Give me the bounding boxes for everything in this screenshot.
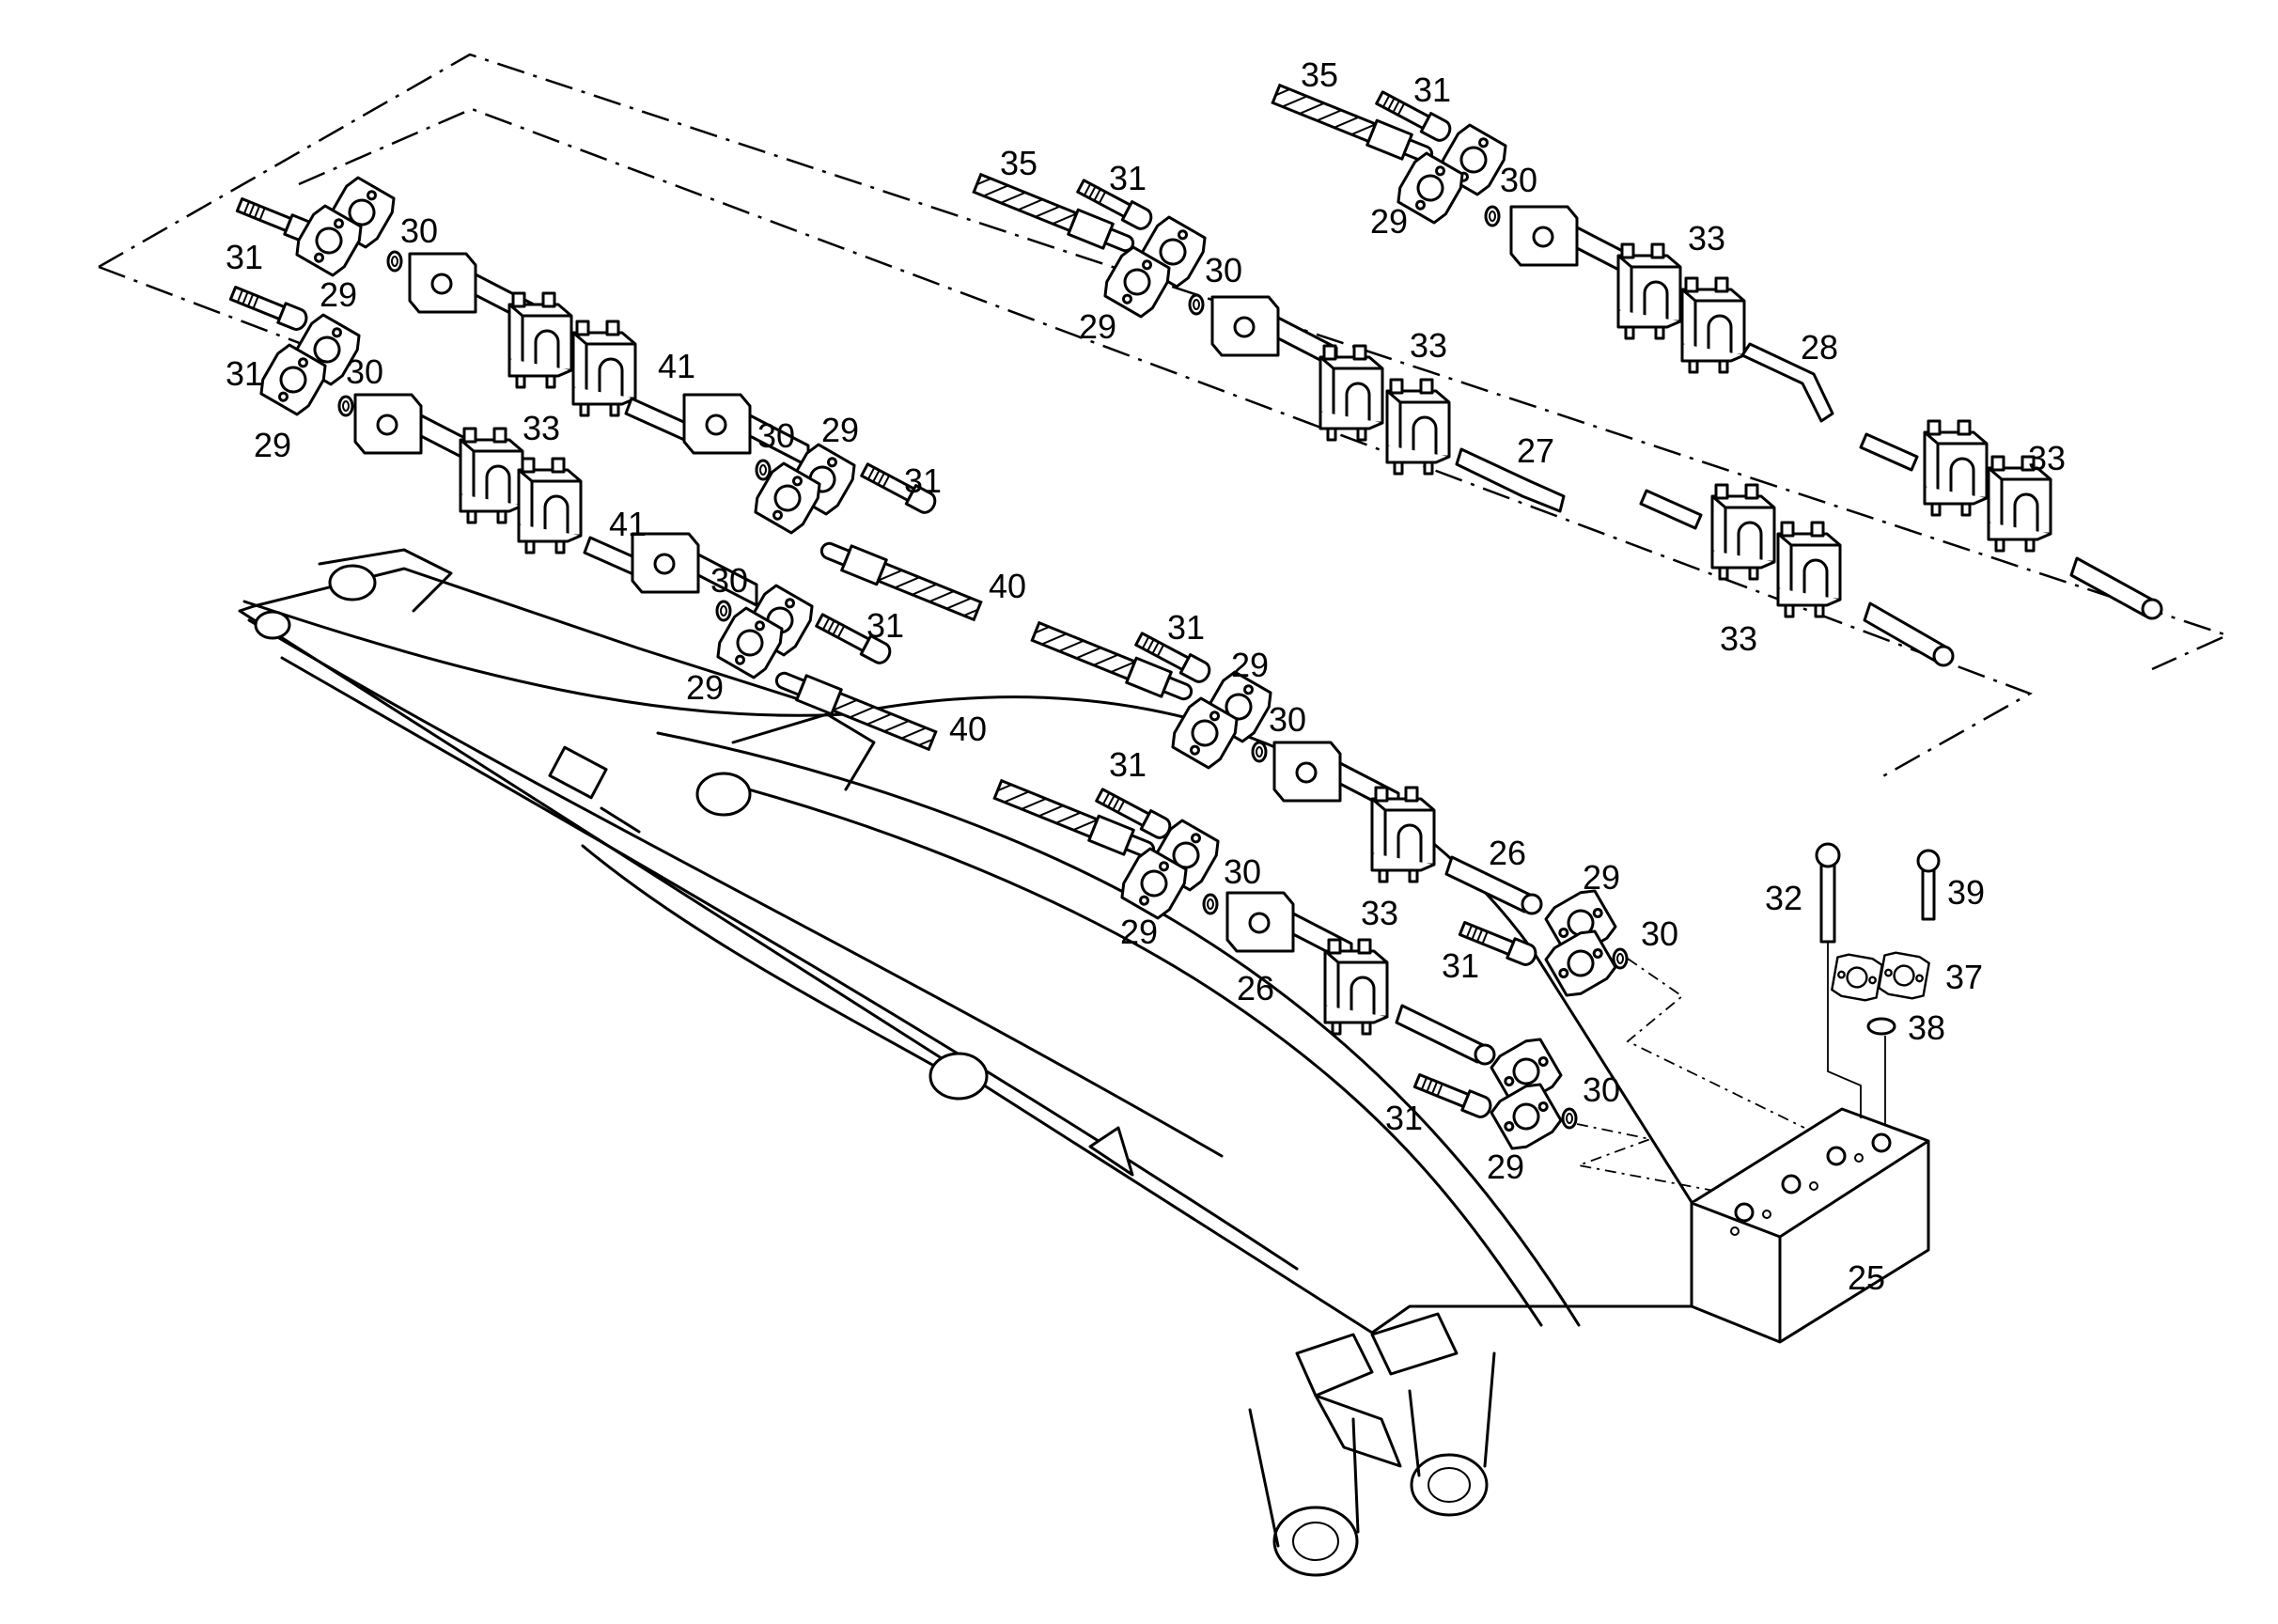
callout-38: 38 — [1908, 1008, 1945, 1047]
callout-29: 29 — [1370, 202, 1408, 241]
callout-25: 25 — [1848, 1258, 1885, 1297]
tube-27 — [1455, 447, 1566, 513]
callout-35: 35 — [1000, 144, 1038, 182]
callout-33: 33 — [1720, 619, 1757, 658]
callout-30: 30 — [1500, 161, 1537, 199]
boom-arm — [238, 548, 1759, 1577]
callout-31: 31 — [1109, 745, 1147, 784]
hose-group-upper-right — [1270, 80, 1919, 472]
callout-31: 31 — [1413, 70, 1451, 109]
callout-labels: 35 31 30 29 33 28 35 31 30 29 33 27 33 3… — [226, 55, 2066, 1297]
callout-29: 29 — [1487, 1148, 1524, 1186]
callout-31: 31 — [904, 461, 942, 500]
hose-group-upper-left — [227, 173, 984, 755]
callout-32: 32 — [1765, 879, 1802, 917]
callout-33: 33 — [1688, 219, 1725, 258]
callout-30: 30 — [346, 352, 383, 391]
callout-30: 30 — [400, 211, 438, 250]
boom-end-pads — [1295, 1312, 1459, 1468]
valve-block-25 — [1690, 1107, 1930, 1344]
callout-27: 27 — [1517, 431, 1554, 470]
assembly-outline-left — [98, 265, 325, 354]
callout-29: 29 — [254, 426, 291, 464]
assembly-outline-outer — [98, 53, 2231, 671]
tube-28 — [1740, 342, 1834, 423]
callout-26: 26 — [1237, 969, 1274, 1007]
callout-30: 30 — [1269, 700, 1306, 739]
callout-30: 30 — [710, 561, 748, 600]
callout-30: 30 — [1583, 1070, 1620, 1109]
hose-group-upper-middle — [971, 169, 1703, 530]
callout-31: 31 — [1167, 608, 1205, 647]
hose-group-lower-middle — [991, 617, 1805, 1195]
callout-41: 41 — [609, 505, 647, 543]
assembly-outline-inner — [298, 107, 2033, 780]
callout-29: 29 — [1120, 913, 1158, 951]
callout-33: 33 — [1361, 894, 1398, 932]
callout-39: 39 — [1947, 873, 1985, 912]
callout-26: 26 — [1489, 834, 1526, 872]
callout-29: 29 — [320, 275, 357, 314]
callout-30: 30 — [757, 416, 795, 455]
callout-35: 35 — [1301, 55, 1338, 94]
callout-30: 30 — [1205, 251, 1242, 289]
callout-31: 31 — [226, 354, 263, 393]
callout-29: 29 — [821, 411, 859, 449]
callout-31: 31 — [1109, 159, 1147, 197]
callout-30: 30 — [1641, 914, 1678, 953]
callout-29: 29 — [1583, 858, 1620, 897]
callout-31: 31 — [866, 606, 904, 645]
clamp-blocks-right — [1710, 419, 2163, 667]
bolts-32-39 — [1815, 842, 1941, 1124]
callout-30: 30 — [1224, 852, 1261, 891]
callout-41: 41 — [658, 347, 695, 385]
callout-33: 33 — [523, 409, 560, 447]
callout-29: 29 — [1231, 646, 1269, 684]
callout-31: 31 — [1442, 946, 1479, 985]
callout-33: 33 — [1410, 326, 1447, 365]
callout-28: 28 — [1801, 328, 1838, 367]
callout-40: 40 — [989, 567, 1026, 605]
callout-29: 29 — [686, 668, 724, 707]
callout-31: 31 — [226, 238, 263, 276]
callout-29: 29 — [1079, 307, 1116, 346]
callout-37: 37 — [1945, 958, 1983, 996]
callout-33: 33 — [2028, 439, 2066, 477]
callout-40: 40 — [949, 710, 987, 748]
callout-31: 31 — [1385, 1099, 1423, 1137]
